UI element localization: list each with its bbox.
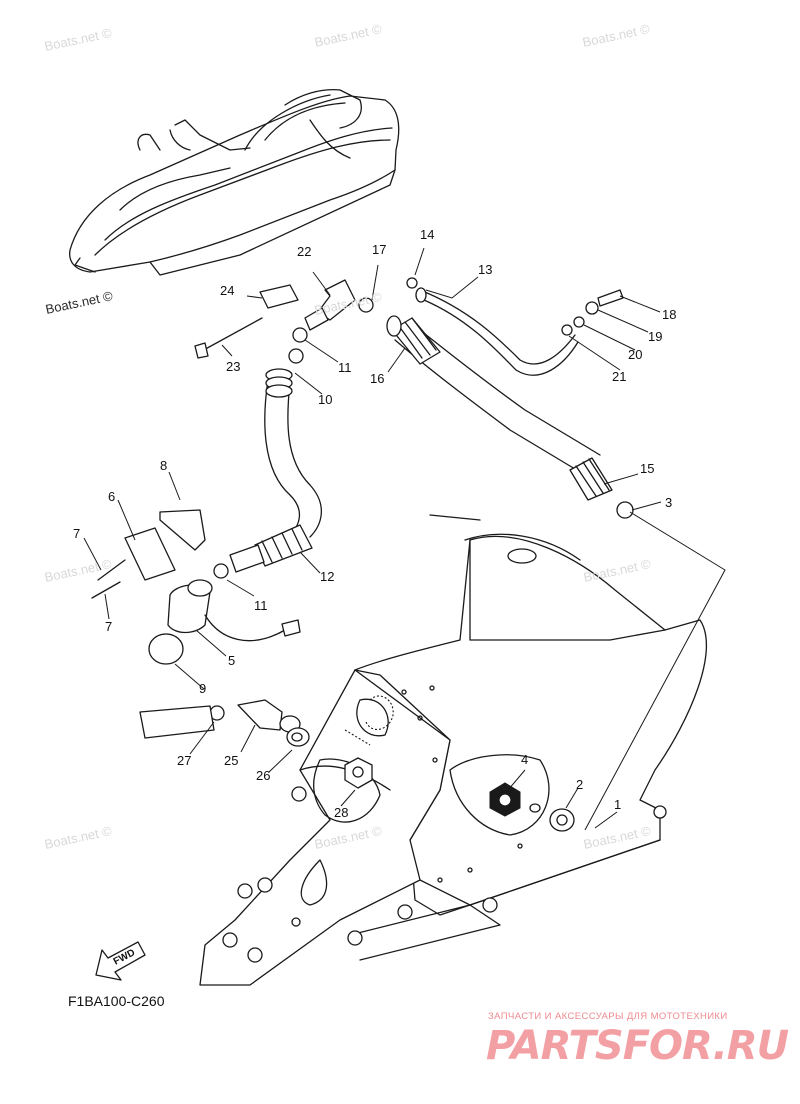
brand-tagline: ЗАПЧАСТИ И АКСЕССУАРЫ ДЛЯ МОТОТЕХНИКИ xyxy=(488,1011,728,1022)
brand-logo: PARTSFOR.RU xyxy=(486,1023,789,1069)
jetski-illustration xyxy=(69,89,400,276)
mount-bolts xyxy=(222,786,667,963)
hose-assembly xyxy=(209,277,634,841)
callout-21: 21 xyxy=(612,369,627,384)
hose-10-bellows xyxy=(265,368,293,398)
callout-7: 7 xyxy=(105,619,113,634)
callout-3: 3 xyxy=(665,495,673,510)
callout-24: 24 xyxy=(220,283,235,298)
callout-18: 18 xyxy=(662,307,677,322)
hose-15-bellows xyxy=(569,457,613,501)
callout-2: 2 xyxy=(576,777,584,792)
hose-16-bellows xyxy=(386,315,441,365)
callout-1: 1 xyxy=(614,797,622,812)
callout-19: 19 xyxy=(648,329,663,344)
callout-10: 10 xyxy=(318,392,333,407)
callout-15: 15 xyxy=(640,461,655,476)
callout-12: 12 xyxy=(320,569,335,584)
callout-11: 11 xyxy=(254,598,268,613)
callout-5: 5 xyxy=(228,653,236,668)
callout-11: 11 xyxy=(338,360,352,375)
callout-25: 25 xyxy=(224,753,239,768)
callout-8: 8 xyxy=(160,458,168,473)
figure-code: F1BA100-C260 xyxy=(68,993,165,1009)
callout-26: 26 xyxy=(256,768,271,783)
callout-17: 17 xyxy=(372,242,387,257)
callout-13: 13 xyxy=(478,262,493,277)
callout-23: 23 xyxy=(226,359,241,374)
callout-20: 20 xyxy=(628,347,643,362)
callout-7: 7 xyxy=(73,526,81,541)
callout-9: 9 xyxy=(199,681,207,696)
leader-lines xyxy=(83,247,726,831)
callout-6: 6 xyxy=(108,489,116,504)
callout-22: 22 xyxy=(297,244,312,259)
hose-12-bellows xyxy=(229,524,313,573)
callout-28: 28 xyxy=(334,805,349,820)
callout-14: 14 xyxy=(420,227,435,242)
hull-housing xyxy=(199,514,708,986)
small-parts xyxy=(91,284,310,747)
fwd-arrow xyxy=(95,941,146,981)
callout-16: 16 xyxy=(370,371,385,386)
callout-27: 27 xyxy=(177,753,192,768)
callout-4: 4 xyxy=(521,752,529,767)
housing-holes xyxy=(291,685,523,927)
